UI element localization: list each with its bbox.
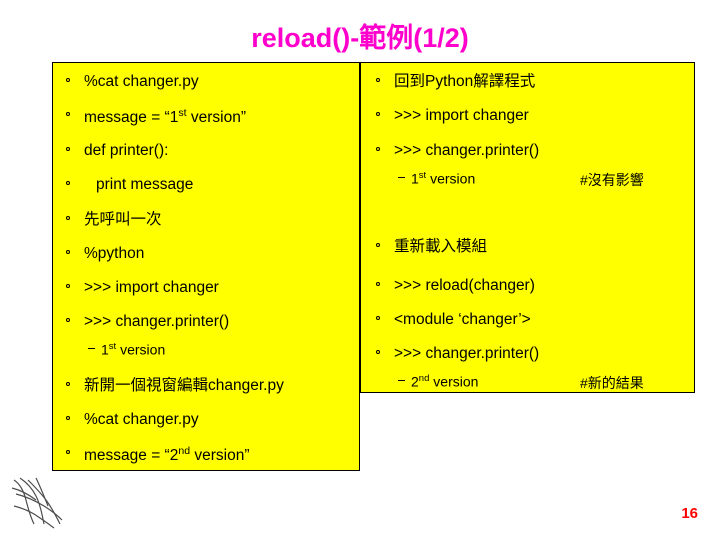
sub-list-item-label: 1st version [101, 341, 166, 358]
bullet-dot-icon [66, 215, 70, 220]
sub-list-note-label: #沒有影響 [580, 172, 644, 188]
bullet-dot-icon [376, 146, 380, 151]
dash-icon [88, 348, 95, 350]
list-item: 先呼叫一次 [66, 211, 162, 229]
list-item: %cat changer.py [66, 73, 199, 91]
list-item: 重新載入模組 [376, 238, 487, 256]
left-code-panel [52, 62, 360, 471]
list-item: >>> import changer [376, 107, 529, 125]
list-item-label: %cat changer.py [84, 73, 199, 90]
list-item: 回到Python解譯程式 [376, 73, 535, 91]
bullet-dot-icon [66, 180, 70, 185]
list-item: %cat changer.py [66, 411, 199, 429]
list-item-label: 新開一個視窗編輯changer.py [84, 377, 284, 394]
bullet-dot-icon [66, 381, 70, 386]
list-item-label: print message [96, 176, 194, 193]
bullet-dot-icon [376, 281, 380, 286]
dash-icon [398, 380, 405, 382]
bullet-dot-icon [66, 283, 70, 288]
list-item-label: >>> import changer [84, 279, 219, 296]
right-code-panel [360, 62, 695, 393]
bullet-dot-icon [376, 77, 380, 82]
page-number: 16 [681, 505, 698, 522]
list-item-label: def printer(): [84, 142, 169, 159]
list-item: def printer(): [66, 142, 168, 160]
sub-list-item-label: 1st version [411, 170, 476, 187]
bullet-dot-icon [376, 242, 380, 247]
bullet-dot-icon [66, 146, 70, 151]
list-item-label: >>> changer.printer() [394, 345, 540, 362]
sub-list-item: 2nd version [398, 373, 478, 390]
list-item-label: %cat changer.py [84, 411, 199, 428]
list-item: <module ‘changer’> [376, 311, 531, 329]
list-item-label: 先呼叫一次 [84, 211, 162, 228]
list-item: message = “1st version” [66, 107, 246, 127]
bullet-dot-icon [376, 111, 380, 116]
bullet-dot-icon [66, 449, 70, 454]
list-item-label: 回到Python解譯程式 [394, 73, 536, 90]
list-item-label: >>> changer.printer() [394, 142, 540, 159]
list-item: >>> changer.printer() [66, 313, 229, 331]
list-item: message = “2nd version” [66, 445, 250, 465]
dash-icon [398, 177, 405, 179]
bullet-dot-icon [66, 111, 70, 116]
sub-list-item: 1st version [88, 341, 165, 358]
bullet-dot-icon [376, 349, 380, 354]
list-item-label: >>> changer.printer() [84, 313, 230, 330]
list-item-label: >>> import changer [394, 107, 529, 124]
bullet-dot-icon [376, 315, 380, 320]
list-item-label: message = “1st version” [84, 107, 246, 127]
university-logo-icon [11, 477, 63, 529]
list-item-label: <module ‘changer’> [394, 311, 531, 328]
list-item: print message [66, 176, 193, 194]
sub-list-note: #沒有影響 [580, 170, 644, 190]
list-item-label: 重新載入模組 [394, 238, 488, 255]
sub-list-note: #新的結果 [580, 373, 644, 393]
list-item: 新開一個視窗編輯changer.py [66, 377, 284, 395]
list-item: >>> reload(changer) [376, 277, 535, 295]
list-item-label: message = “2nd version” [84, 445, 250, 465]
list-item: %python [66, 245, 144, 263]
bullet-dot-icon [66, 317, 70, 322]
sub-list-item-label: 2nd version [411, 373, 479, 390]
sub-list-note-label: #新的結果 [580, 375, 644, 391]
sub-list-item: 1st version [398, 170, 475, 187]
list-item-label: %python [84, 245, 145, 262]
bullet-dot-icon [66, 249, 70, 254]
page-title: reload()-範例(1/2) [251, 23, 469, 53]
bullet-dot-icon [66, 77, 70, 82]
list-item-label: >>> reload(changer) [394, 277, 535, 294]
list-item: >>> changer.printer() [376, 345, 539, 363]
bullet-dot-icon [66, 415, 70, 420]
list-item: >>> import changer [66, 279, 219, 297]
list-item: >>> changer.printer() [376, 142, 539, 160]
